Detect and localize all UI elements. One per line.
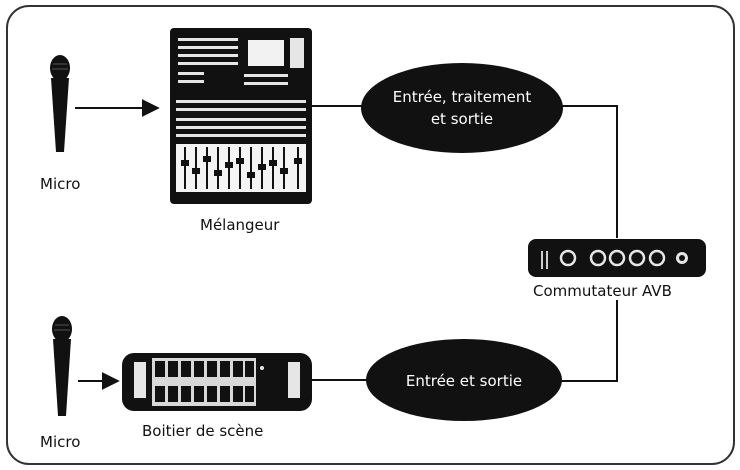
microphone-icon [52, 316, 72, 416]
process-bottom-line1: Entrée et sortie [406, 372, 522, 390]
link-switch-to-bottom-process [555, 300, 618, 382]
stage-box-icon [122, 353, 312, 411]
switch-label: Commutateur AVB [533, 282, 672, 300]
micro-label-bottom: Micro [40, 433, 80, 451]
link-top-process-to-switch [562, 105, 618, 238]
mixer-label: Mélangeur [200, 216, 280, 234]
process-oval-top: Entrée, traitement et sortie [361, 63, 563, 153]
network-switch-icon [528, 239, 706, 277]
process-oval-bottom: Entrée et sortie [366, 339, 562, 421]
microphone-icon [50, 55, 70, 152]
diagram-frame [6, 5, 735, 465]
stagebox-label: Boitier de scène [142, 422, 263, 440]
process-top-line1: Entrée, traitement [393, 88, 532, 106]
micro-label-top: Micro [40, 175, 80, 193]
process-top-line2: et sortie [431, 110, 493, 128]
mixing-console-icon [170, 28, 312, 204]
